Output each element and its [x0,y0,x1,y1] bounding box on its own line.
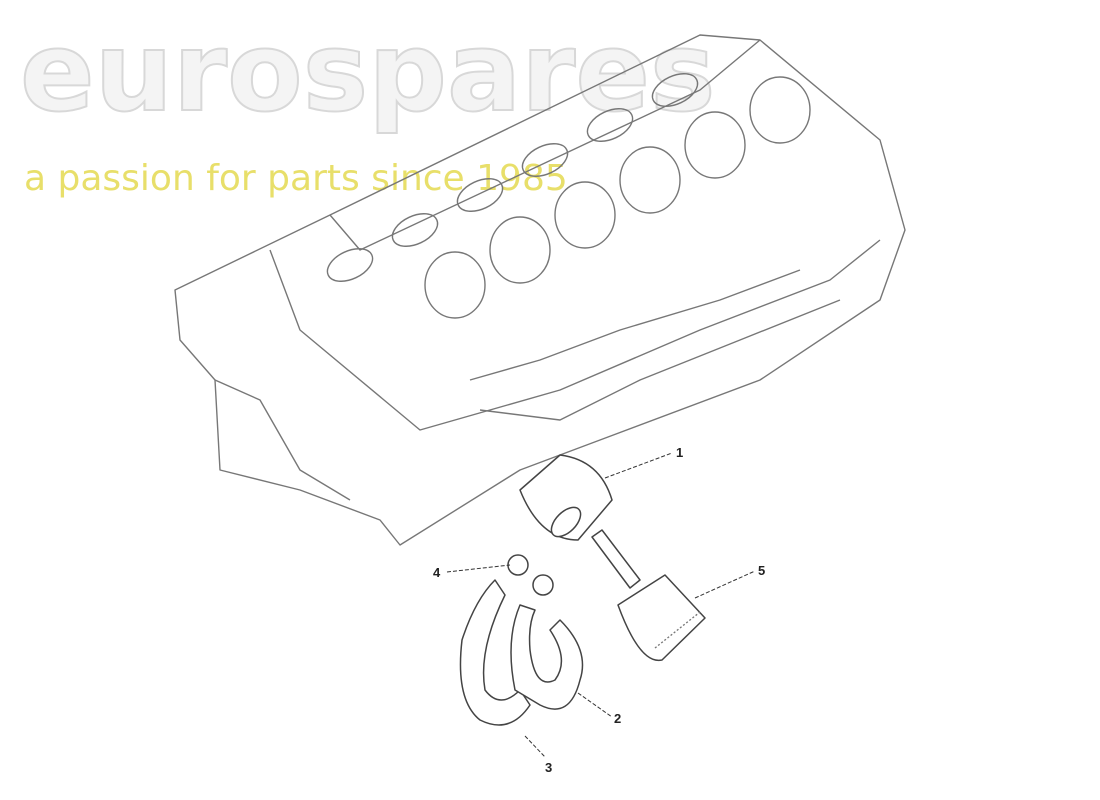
adapter-stud-drawing [591,529,641,589]
callout-5: 5 [758,563,765,578]
cylinder-bore [489,216,551,284]
cylinder-bore [619,146,681,214]
callout-3: 3 [545,760,552,775]
cylinder-bore [651,73,699,107]
oil-filter-drawing [617,574,706,662]
cylinder-bore [684,111,746,179]
watermark-tagline: a passion for parts since 1985 [24,158,568,199]
watermark-brand: eurospares [20,8,716,136]
oil-cooler-drawing [519,454,613,541]
callout-4: 4 [433,565,441,580]
cylinder-bore [424,251,486,319]
cylinder-bore [456,178,504,212]
cylinder-bore [586,108,634,142]
engine-block-drawing [174,34,906,546]
cylinder-bore [554,181,616,249]
cylinder-bore [326,248,374,282]
hose-clips-drawing [507,554,554,596]
callout-2: 2 [614,711,621,726]
cylinder-bore [749,76,811,144]
callout-1: 1 [676,445,683,460]
hoses-drawing [459,579,584,726]
cylinder-bore [391,213,439,247]
cylinder-bore [521,143,569,177]
